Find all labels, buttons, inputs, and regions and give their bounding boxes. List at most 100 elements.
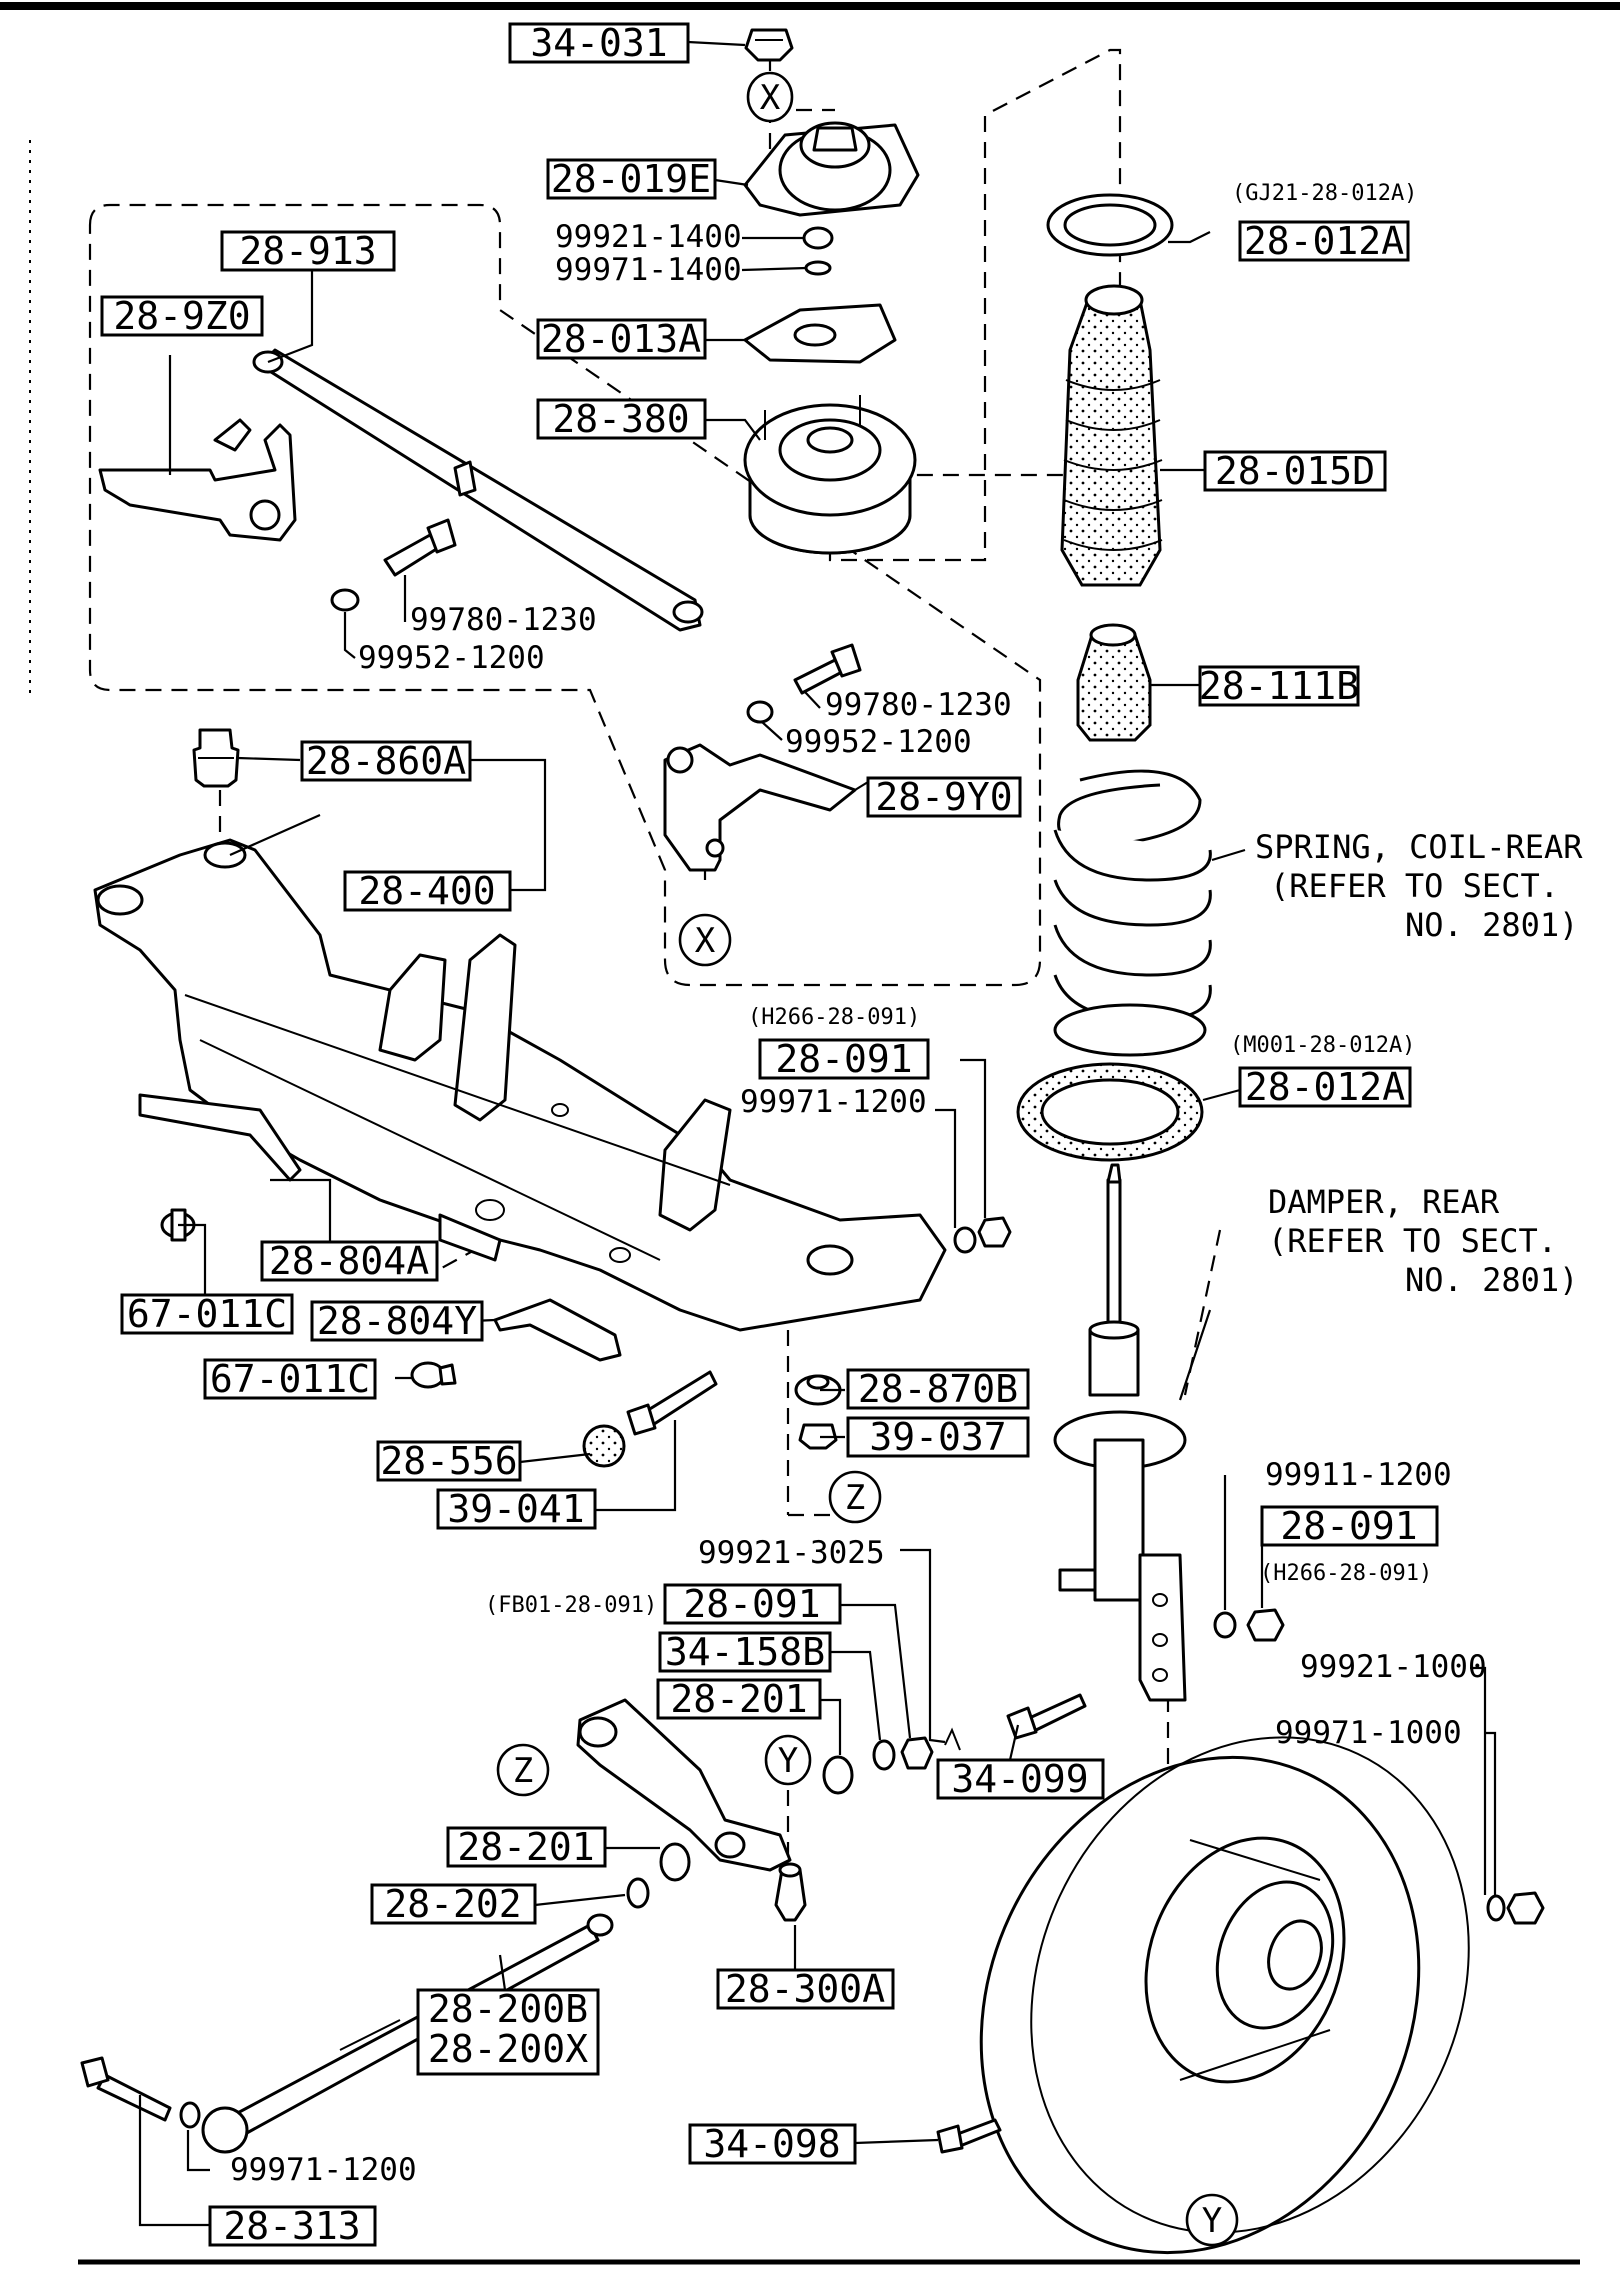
clip-67-011C-b	[410, 1361, 457, 1389]
part-label-28-400: 28-400	[343, 869, 512, 913]
part-number-99952-1200-b: 99952-1200	[785, 724, 972, 760]
cap-28-556	[582, 1424, 626, 1468]
part-label-28-201-upper: 28-201	[656, 1677, 822, 1721]
part-label-28-091-upper: 28-091	[758, 1037, 930, 1081]
bolt-99780-1230-a	[383, 518, 457, 577]
seat-28-012A-top	[1046, 193, 1174, 257]
part-label-28-556: 28-556	[376, 1439, 522, 1483]
part-number-99971-1200-a: 99971-1200	[740, 1084, 927, 1120]
svg-text:Y: Y	[778, 1741, 798, 1781]
washer-99911-1200	[1213, 1611, 1237, 1639]
svg-text:28-202: 28-202	[384, 1882, 521, 1926]
svg-text:28-200B: 28-200B	[428, 1987, 588, 2031]
svg-text:Z: Z	[845, 1478, 865, 1518]
svg-text:28-012A: 28-012A	[1244, 219, 1404, 263]
svg-text:Y: Y	[1202, 2201, 1222, 2241]
washer-99952-1200-a	[330, 588, 360, 612]
svg-text:28-313: 28-313	[223, 2204, 360, 2248]
svg-text:67-011C: 67-011C	[127, 1292, 287, 1336]
reference-h266-28-091-upper: (H266-28-091)	[748, 1005, 920, 1030]
part-label-28-804Y: 28-804Y	[310, 1299, 484, 1343]
svg-text:Z: Z	[513, 1751, 533, 1791]
bumper-28-111B	[1076, 623, 1152, 742]
callout-x-bottom: X	[678, 913, 732, 967]
bracket-28-9Z0	[98, 418, 297, 542]
svg-text:28-804A: 28-804A	[269, 1239, 429, 1283]
stabilizer-bar-28-913	[252, 348, 704, 632]
part-label-39-041: 39-041	[436, 1487, 597, 1531]
coil-spring	[1053, 769, 1212, 1057]
washer-28-202	[626, 1877, 650, 1909]
svg-text:28-913: 28-913	[239, 229, 376, 273]
svg-text:67-011C: 67-011C	[210, 1357, 370, 1401]
callout-z-arm: Z	[496, 1743, 550, 1797]
reference-m001-28-012a: (M001-28-012A)	[1230, 1033, 1415, 1058]
part-label-34-031: 34-031	[508, 21, 690, 65]
washer-99971-1200-b	[179, 2101, 201, 2129]
svg-text:28-091: 28-091	[1280, 1504, 1417, 1548]
svg-text:34-158B: 34-158B	[665, 1630, 825, 1674]
part-label-28-300A: 28-300A	[716, 1967, 895, 2011]
svg-text:NO. 2801): NO. 2801)	[1405, 906, 1578, 944]
svg-text:28-111B: 28-111B	[1199, 664, 1359, 708]
mount-plate-28-019E	[743, 121, 920, 217]
part-label-67-011C-a: 67-011C	[120, 1292, 294, 1336]
nut-28-091-b	[1246, 1608, 1285, 1642]
washer-99971-1000	[1486, 1894, 1506, 1922]
part-label-28-013A: 28-013A	[536, 317, 707, 361]
link-28-804Y	[493, 1298, 622, 1362]
part-label-28-015D: 28-015D	[1203, 449, 1387, 493]
part-label-39-037: 39-037	[846, 1415, 1030, 1459]
reference-gj21-28-012a: (GJ21-28-012A)	[1232, 181, 1417, 206]
part-label-28-202: 28-202	[370, 1882, 537, 1926]
seat-28-012A-bottom	[1016, 1062, 1204, 1162]
part-label-28-012A-bottom: 28-012A	[1238, 1065, 1412, 1109]
part-label-28-091-damper: 28-091	[1260, 1504, 1439, 1548]
svg-text:28-556: 28-556	[380, 1439, 517, 1483]
svg-text:(REFER TO SECT.: (REFER TO SECT.	[1270, 867, 1559, 905]
callout-y-arm: Y	[764, 1734, 812, 1786]
part-label-28-804A: 28-804A	[260, 1239, 439, 1283]
note-damper-rear: DAMPER, REAR (REFER TO SECT. NO. 2801)	[1268, 1183, 1578, 1299]
pin-99921-3025	[944, 1727, 961, 1751]
hub-assembly	[1144, 1836, 1346, 2084]
nut-99921-1000	[1506, 1891, 1545, 1925]
washer-34-158B	[872, 1739, 896, 1771]
svg-text:28-860A: 28-860A	[306, 739, 466, 783]
note-spring-coil-rear: SPRING, COIL-REAR (REFER TO SECT. NO. 28…	[1255, 828, 1583, 944]
part-number-99921-1000: 99921-1000	[1300, 1649, 1487, 1685]
part-label-34-098: 34-098	[688, 2122, 857, 2166]
upper-arm-28-201	[576, 1698, 792, 1872]
reference-h266-28-091-lower: (H266-28-091)	[1260, 1561, 1432, 1586]
part-label-28-9Y0: 28-9Y0	[866, 775, 1022, 819]
washer-99952-1200-b	[746, 700, 774, 724]
bushing-28-860A	[192, 728, 240, 788]
part-number-99971-1400: 99971-1400	[555, 252, 742, 288]
svg-text:39-041: 39-041	[447, 1487, 584, 1531]
part-label-28-200B-X: 28-200B 28-200X	[416, 1987, 600, 2076]
leader-lines	[138, 40, 1497, 2227]
callout-z-subframe: Z	[828, 1470, 882, 1524]
part-label-28-9Z0: 28-9Z0	[100, 294, 264, 338]
part-label-28-091-arm: 28-091	[663, 1582, 842, 1626]
nut-39-037	[798, 1423, 838, 1450]
part-number-99952-1200-a: 99952-1200	[358, 640, 545, 676]
boot-28-015D	[1060, 284, 1163, 587]
washer-99971-1200-a	[953, 1226, 977, 1254]
nut-34-031	[744, 28, 794, 62]
part-label-28-913: 28-913	[220, 229, 396, 273]
part-number-99921-1400: 99921-1400	[555, 219, 742, 255]
part-label-67-011C-b: 67-011C	[203, 1357, 377, 1401]
part-label-28-012A-top: 28-012A	[1238, 219, 1410, 263]
svg-text:28-013A: 28-013A	[541, 317, 701, 361]
damper-rear	[1053, 1163, 1187, 1702]
bolt-99780-1230-b	[793, 643, 862, 695]
washer-99971-1400	[804, 260, 832, 276]
reference-fb01-28-091: (FB01-28-091)	[485, 1593, 657, 1618]
part-label-34-158B: 34-158B	[658, 1630, 832, 1674]
svg-text:28-019E: 28-019E	[551, 157, 711, 201]
svg-text:NO. 2801): NO. 2801)	[1405, 1261, 1578, 1299]
svg-text:28-300A: 28-300A	[725, 1967, 885, 2011]
svg-text:28-012A: 28-012A	[1245, 1065, 1405, 1109]
